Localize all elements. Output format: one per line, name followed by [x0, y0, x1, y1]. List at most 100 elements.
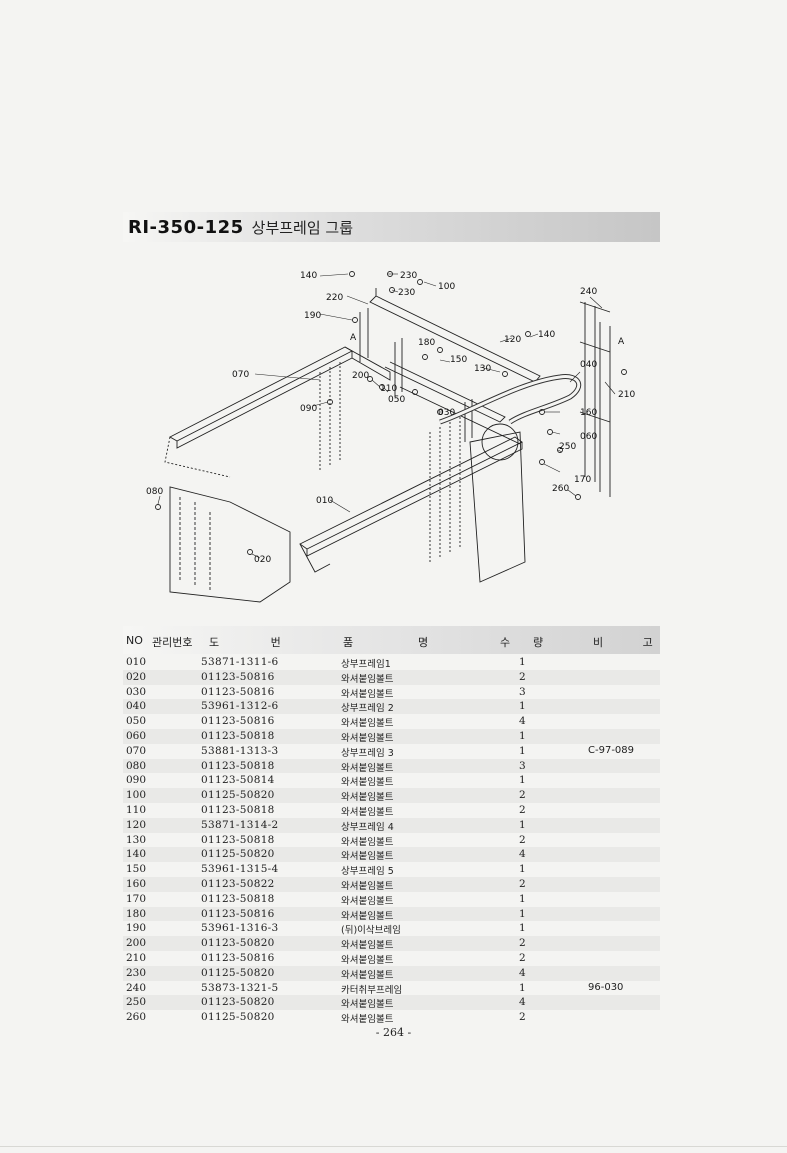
- drawing-number-cell: 01123-50818: [201, 803, 275, 816]
- quantity-cell: 1: [519, 818, 526, 831]
- callout-label: 140: [300, 271, 317, 281]
- drawing-number-cell: 01123-50818: [201, 759, 275, 772]
- header-remarks: 비 고: [593, 636, 671, 649]
- part-number-cell: 210: [126, 951, 147, 964]
- drawing-number-cell: 53871-1314-2: [201, 818, 279, 831]
- quantity-cell: 2: [519, 877, 526, 890]
- quantity-cell: 1: [519, 892, 526, 905]
- section-code: RI-350-125: [128, 216, 244, 238]
- callout-label: 080: [146, 487, 163, 497]
- frame-rail-150: [384, 361, 506, 423]
- part-name-cell: 와셔붙임볼트: [341, 880, 394, 892]
- drawing-number-cell: 01123-50820: [201, 937, 275, 950]
- callout-label: 240: [580, 287, 597, 297]
- part-number-cell: 110: [126, 803, 147, 816]
- callout-label: 100: [438, 282, 455, 292]
- table-row: 110 01123-50818 와셔붙임볼트 2: [123, 803, 660, 818]
- part-number-cell: 040: [126, 700, 147, 713]
- drawing-number-cell: 01125-50820: [201, 966, 275, 979]
- part-name-cell: (뒤)이삭브레임: [341, 925, 401, 937]
- drawing-number-cell: 01123-50816: [201, 715, 275, 728]
- drawing-number-cell: 01123-50818: [201, 729, 275, 742]
- callout-label: 160: [580, 408, 597, 418]
- callout-label: 200: [352, 371, 369, 381]
- part-number-cell: 070: [126, 744, 147, 757]
- part-name-cell: 와셔붙임볼트: [341, 1014, 394, 1026]
- quantity-cell: 2: [519, 803, 526, 816]
- part-name-cell: 와셔붙임볼트: [341, 688, 394, 700]
- callout-label: 050: [388, 395, 405, 405]
- callout-label: A: [350, 333, 357, 343]
- drawing-number-cell: 53871-1311-6: [201, 656, 279, 668]
- part-name-cell: 와셔붙임볼트: [341, 895, 394, 907]
- part-name-cell: 상부프레임1: [341, 659, 391, 670]
- table-row: 140 01125-50820 와셔붙임볼트 4: [123, 847, 660, 862]
- header-part-name-b: 명: [418, 636, 429, 649]
- drawing-number-cell: 01125-50820: [201, 848, 275, 861]
- drawing-number-cell: 01123-50816: [201, 670, 275, 683]
- drawing-number-cell: 01125-50820: [201, 789, 275, 802]
- part-name-cell: 카터취부프레임: [341, 984, 403, 996]
- drawing-number-cell: 53881-1313-3: [201, 744, 279, 757]
- drawing-number-cell: 53873-1321-5: [201, 981, 279, 994]
- drawing-number-cell: 53961-1312-6: [201, 700, 279, 713]
- drawing-number-cell: 01125-50820: [201, 1011, 275, 1024]
- callout-label: 130: [474, 364, 491, 374]
- part-number-cell: 160: [126, 877, 147, 890]
- drawing-number-cell: 01123-50820: [201, 996, 275, 1009]
- quantity-cell: 2: [519, 1011, 526, 1024]
- part-number-cell: 030: [126, 685, 147, 698]
- part-number-cell: 020: [126, 670, 147, 683]
- callout-label: 220: [326, 293, 343, 303]
- part-name-cell: 상부프레임 3: [341, 747, 394, 759]
- quantity-cell: 4: [519, 966, 526, 979]
- quantity-cell: 2: [519, 833, 526, 846]
- drawing-number-cell: 01123-50818: [201, 833, 275, 846]
- quantity-cell: 4: [519, 848, 526, 861]
- quantity-cell: 1: [519, 981, 526, 994]
- drawing-number-cell: 01123-50816: [201, 685, 275, 698]
- drawing-number-cell: 01123-50816: [201, 951, 275, 964]
- quantity-cell: 1: [519, 922, 526, 935]
- header-part-name-a: 품: [343, 636, 354, 649]
- quantity-cell: 2: [519, 670, 526, 683]
- quantity-cell: 3: [519, 759, 526, 772]
- parts-table-header: NO 관리번호 도 번 품 명 수 량 비 고: [123, 626, 660, 654]
- callout-label: 150: [450, 355, 467, 365]
- frame-rail-070: [169, 346, 353, 442]
- part-number-cell: 140: [126, 848, 147, 861]
- part-number-cell: 090: [126, 774, 147, 787]
- part-name-cell: 와셔붙임볼트: [341, 999, 394, 1011]
- callout-label: 070: [232, 370, 249, 380]
- part-number-cell: 250: [126, 996, 147, 1009]
- part-name-cell: 와셔붙임볼트: [341, 806, 394, 818]
- part-number-cell: 080: [126, 759, 147, 772]
- drawing-number-cell: 01123-50822: [201, 877, 275, 890]
- callout-label: 170: [574, 475, 591, 485]
- callout-label: 190: [304, 311, 321, 321]
- callout-label: 140: [538, 330, 555, 340]
- part-name-cell: 와셔붙임볼트: [341, 851, 394, 863]
- quantity-cell: 1: [519, 774, 526, 787]
- callout-label: 040: [580, 360, 597, 370]
- callout-label: 010: [316, 496, 333, 506]
- quantity-cell: 1: [519, 729, 526, 742]
- drawing-number-cell: 01123-50816: [201, 907, 275, 920]
- callout-label: 250: [559, 442, 576, 452]
- page-bottom-edge: [0, 1146, 787, 1147]
- quantity-cell: 4: [519, 715, 526, 728]
